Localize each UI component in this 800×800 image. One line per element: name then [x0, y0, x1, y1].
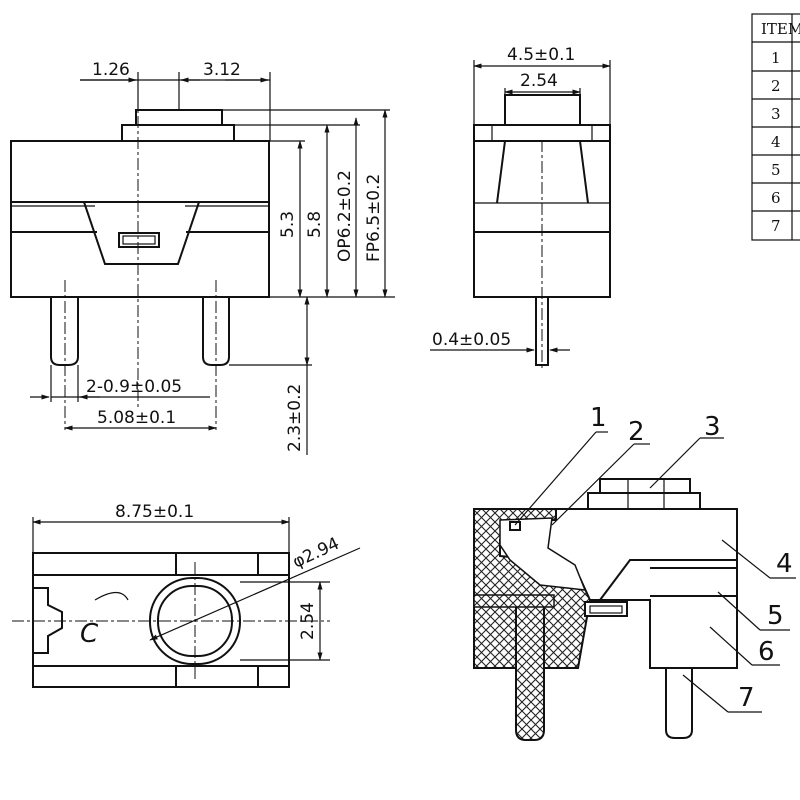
item-row-5: 5 — [771, 161, 781, 179]
front-view: 1.26 3.12 5.3 5.8 OP6.2±0.2 FP6.5±0.2 2.… — [10, 60, 395, 455]
item-table: ITEM 1 2 3 4 5 6 7 — [751, 13, 800, 241]
dim-height-5-3: 5.3 — [278, 211, 298, 238]
dim-pin-pitch: 5.08±0.1 — [97, 408, 176, 428]
item-row-7: 7 — [771, 217, 781, 235]
dim-pin-diameter: 2-0.9±0.05 — [86, 377, 182, 397]
callout-6: 6 — [758, 637, 775, 667]
dim-pin-length: 2.3±0.2 — [285, 384, 305, 452]
item-row-6: 6 — [771, 189, 781, 207]
section-view: 1 2 3 4 5 6 7 — [473, 403, 796, 741]
callout-5: 5 — [767, 601, 784, 631]
item-table-header: ITEM — [761, 20, 800, 38]
dim-pin-thickness: 0.4±0.05 — [432, 330, 511, 350]
callout-3: 3 — [704, 412, 721, 442]
dim-hole-height: 2.54 — [298, 602, 318, 640]
dim-free-position: FP6.5±0.2 — [364, 174, 384, 262]
callout-2: 2 — [628, 417, 645, 447]
top-view: C 8.75±0.1 φ2.94 2.54 — [12, 502, 361, 688]
dim-top-length: 8.75±0.1 — [115, 502, 194, 522]
dim-height-5-8: 5.8 — [305, 211, 325, 238]
callout-4: 4 — [776, 549, 793, 579]
dim-side-width: 4.5±0.1 — [507, 45, 575, 65]
item-row-1: 1 — [771, 49, 781, 67]
item-row-3: 3 — [771, 105, 781, 123]
brand-logo: C — [80, 619, 99, 649]
item-row-4: 4 — [771, 133, 781, 151]
dim-offset-right: 3.12 — [203, 60, 241, 80]
side-view: 4.5±0.1 2.54 0.4±0.05 — [430, 45, 611, 370]
callout-7: 7 — [738, 683, 755, 713]
item-row-2: 2 — [771, 77, 781, 95]
dim-offset-left: 1.26 — [92, 60, 130, 80]
dim-actuator-width: 2.54 — [520, 71, 558, 91]
dim-operating-position: OP6.2±0.2 — [335, 170, 355, 262]
callout-1: 1 — [590, 403, 607, 433]
